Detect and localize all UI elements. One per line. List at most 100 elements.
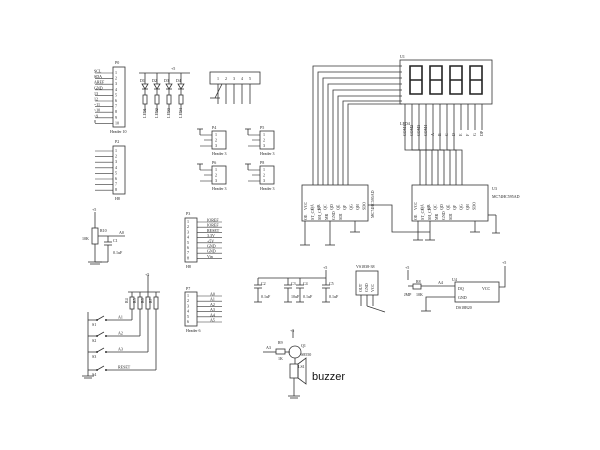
p0-footer: Header 10 bbox=[110, 129, 127, 134]
header3-pin: 3 bbox=[215, 143, 217, 148]
p3-pin-label: 3.3V bbox=[207, 233, 215, 238]
p0-pin-num: 6 bbox=[115, 98, 117, 103]
rnet-pin: 2 bbox=[225, 76, 227, 81]
p7-pin-label: A1 bbox=[210, 297, 215, 302]
p3-ref: P3 bbox=[186, 211, 190, 216]
p0-pin-num: 7 bbox=[115, 104, 117, 109]
cap-c2: C20.1uF bbox=[254, 278, 271, 303]
header3-pin: 3 bbox=[263, 143, 265, 148]
header3-footer: Header 3 bbox=[212, 151, 227, 156]
display-pin: C bbox=[444, 133, 449, 136]
p3-pin-num: 7 bbox=[187, 250, 189, 255]
header3-pin: 1 bbox=[215, 167, 217, 172]
ir-pin: OUT bbox=[358, 283, 363, 292]
p2-pin-num: 1 bbox=[115, 148, 117, 153]
p0-pin-label: GND bbox=[94, 85, 103, 90]
u3-pin: QF bbox=[452, 204, 457, 210]
led-label: LED4 bbox=[178, 108, 183, 118]
u2-pin: QG bbox=[349, 204, 354, 210]
display-pin: COM3 bbox=[416, 125, 421, 136]
temp-pin: A4 bbox=[438, 280, 443, 285]
display-pin: COM2 bbox=[409, 125, 414, 136]
led-ref: D1 bbox=[140, 78, 145, 83]
u3-pin: QG bbox=[459, 204, 464, 210]
cap-c4: C40.1uF bbox=[296, 278, 313, 303]
u3-pin: SDO bbox=[472, 202, 477, 210]
cap-ref: C3 bbox=[291, 281, 296, 286]
u2-pin: QD bbox=[329, 204, 334, 210]
p7-pin-num: 4 bbox=[187, 309, 189, 314]
header3-ref: P5 bbox=[260, 125, 264, 130]
p2-pin-num: 7 bbox=[115, 182, 117, 187]
header3-ref: P8 bbox=[260, 160, 264, 165]
p7-pin-num: 1 bbox=[187, 293, 189, 298]
u2-pin: QC bbox=[323, 204, 328, 210]
p7-pin-label: A3 bbox=[210, 307, 215, 312]
temp-res-val: 10K bbox=[416, 292, 423, 297]
p0-pin-label: SCL bbox=[94, 69, 102, 74]
u2-pin: QF bbox=[342, 204, 347, 210]
display-pin: F bbox=[465, 133, 470, 136]
buzzer-circuit: +5 A3 R9 1K Q1 S8550 LS1 buzzer bbox=[263, 328, 345, 399]
temp-res: R8 bbox=[416, 279, 421, 284]
header3-pin: 3 bbox=[215, 178, 217, 183]
p2-pin-num: 3 bbox=[115, 159, 117, 164]
p3-pin-num: 6 bbox=[187, 245, 189, 250]
key-switch-ref: S2 bbox=[92, 338, 96, 343]
u2-pin: SDI bbox=[338, 213, 343, 220]
header3-pin: 2 bbox=[263, 173, 265, 178]
p7-ref: P7 bbox=[186, 286, 190, 291]
key-res-ref: R5 bbox=[132, 298, 137, 303]
header3-pin: 1 bbox=[263, 167, 265, 172]
header3-footer: Header 3 bbox=[212, 186, 227, 191]
u2-pin: VCC bbox=[303, 201, 308, 210]
p3-pin-num: 2 bbox=[187, 224, 189, 229]
p3-pin-num: 5 bbox=[187, 240, 189, 245]
u2-pin: QA bbox=[310, 204, 315, 210]
temp-sensor: +5 JMP R8 10K A4 U4 DQ GND VCC DS18B20 +… bbox=[404, 260, 506, 312]
p3-pin-label: GND bbox=[207, 249, 216, 254]
u2-pin: QH bbox=[355, 204, 360, 210]
buzzer-q: Q1 bbox=[301, 343, 306, 348]
u2-pin: OE bbox=[303, 214, 308, 220]
led-label: LED2 bbox=[154, 108, 159, 118]
pot-cap-ref: C1 bbox=[113, 238, 118, 243]
key-switch-ref: S1 bbox=[92, 322, 96, 327]
header3-ref: P6 bbox=[212, 160, 216, 165]
key-res-ref: R4 bbox=[124, 298, 129, 303]
led-ref: D3 bbox=[164, 78, 169, 83]
p0-pin-num: 2 bbox=[115, 76, 117, 81]
key-label: A2 bbox=[118, 331, 123, 336]
p7-footer: Header 6 bbox=[186, 328, 201, 333]
key-res-ref: R7 bbox=[148, 298, 153, 303]
pot-cap-val: 0.1uF bbox=[113, 250, 123, 255]
p0-pin-num: 10 bbox=[115, 120, 119, 125]
p0-pin-num: 1 bbox=[115, 70, 117, 75]
header3-pin: 2 bbox=[215, 173, 217, 178]
cap-ref: C2 bbox=[261, 281, 266, 286]
p0-pin-label: 8 bbox=[94, 119, 96, 124]
cap-val: 0.1uF bbox=[329, 294, 339, 299]
p7-pin-num: 6 bbox=[187, 319, 189, 324]
p7-pin-num: 5 bbox=[187, 314, 189, 319]
u3-pin: QB bbox=[426, 204, 431, 210]
header3-footer: Header 3 bbox=[260, 186, 275, 191]
buzzer-res-val: 1K bbox=[278, 356, 283, 361]
p3-pin-label: IOREF bbox=[207, 218, 219, 223]
u2-part: MC74HC595AD bbox=[370, 190, 375, 218]
u2-pin: MR bbox=[324, 213, 329, 220]
digit bbox=[429, 65, 443, 95]
u3-pin: QE bbox=[446, 204, 451, 210]
u3-pin: SH_CP bbox=[427, 207, 432, 220]
led-ref: D2 bbox=[152, 78, 157, 83]
cap-ref: C5 bbox=[329, 281, 334, 286]
pot-vcc: +5 bbox=[92, 207, 96, 212]
